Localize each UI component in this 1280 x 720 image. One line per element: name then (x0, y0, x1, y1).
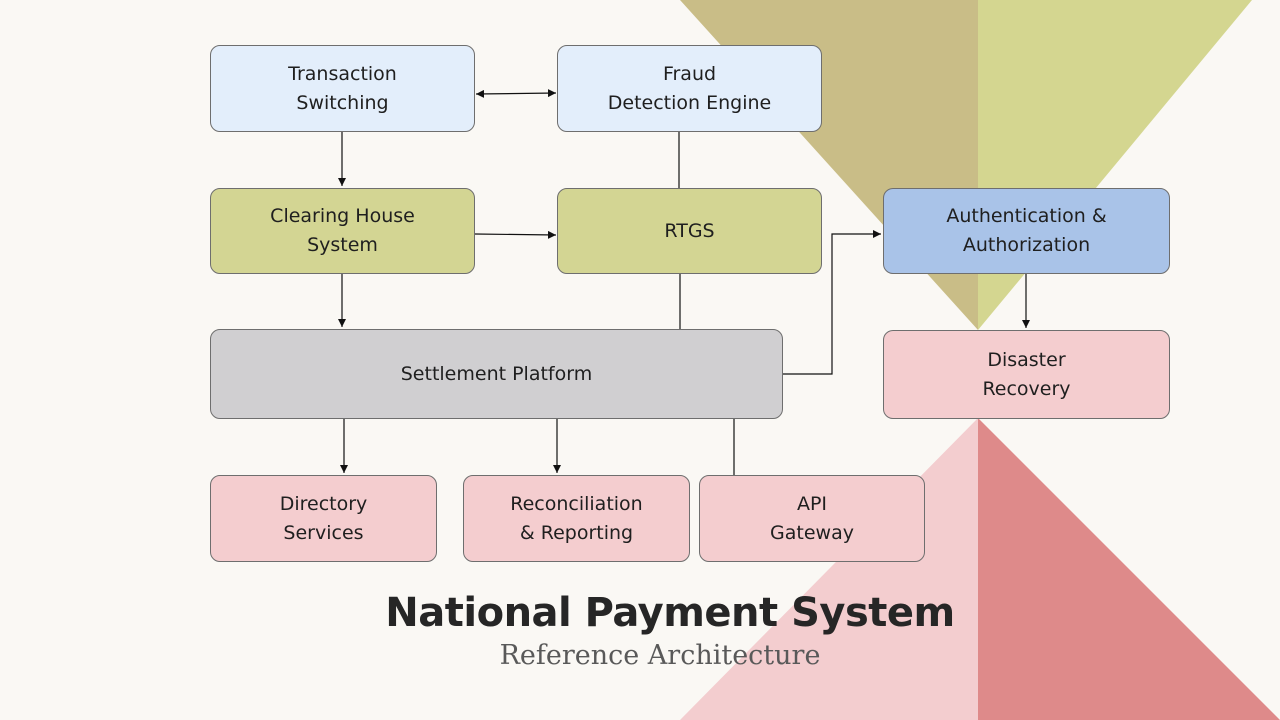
clearing-house-system-node: Clearing House System (210, 188, 475, 274)
reconciliation-reporting-node: Reconciliation & Reporting (463, 475, 690, 562)
top-right-triangle (978, 0, 1252, 330)
disaster-recovery-node: Disaster Recovery (883, 330, 1170, 419)
settlement-platform-node: Settlement Platform (210, 329, 783, 419)
fraud-detection-engine-node: Fraud Detection Engine (557, 45, 822, 132)
transaction-switching-node: Transaction Switching (210, 45, 475, 132)
diagram-subtitle: Reference Architecture (499, 640, 821, 671)
bottom-right-triangle (978, 418, 1280, 720)
api-gateway-node: API Gateway (699, 475, 925, 562)
rtgs-node: RTGS (557, 188, 822, 274)
bottom-left-triangle (680, 418, 978, 720)
directory-services-node: Directory Services (210, 475, 437, 562)
diagram-title: National Payment System (385, 590, 955, 636)
authentication-authorization-node: Authentication & Authorization (883, 188, 1170, 274)
